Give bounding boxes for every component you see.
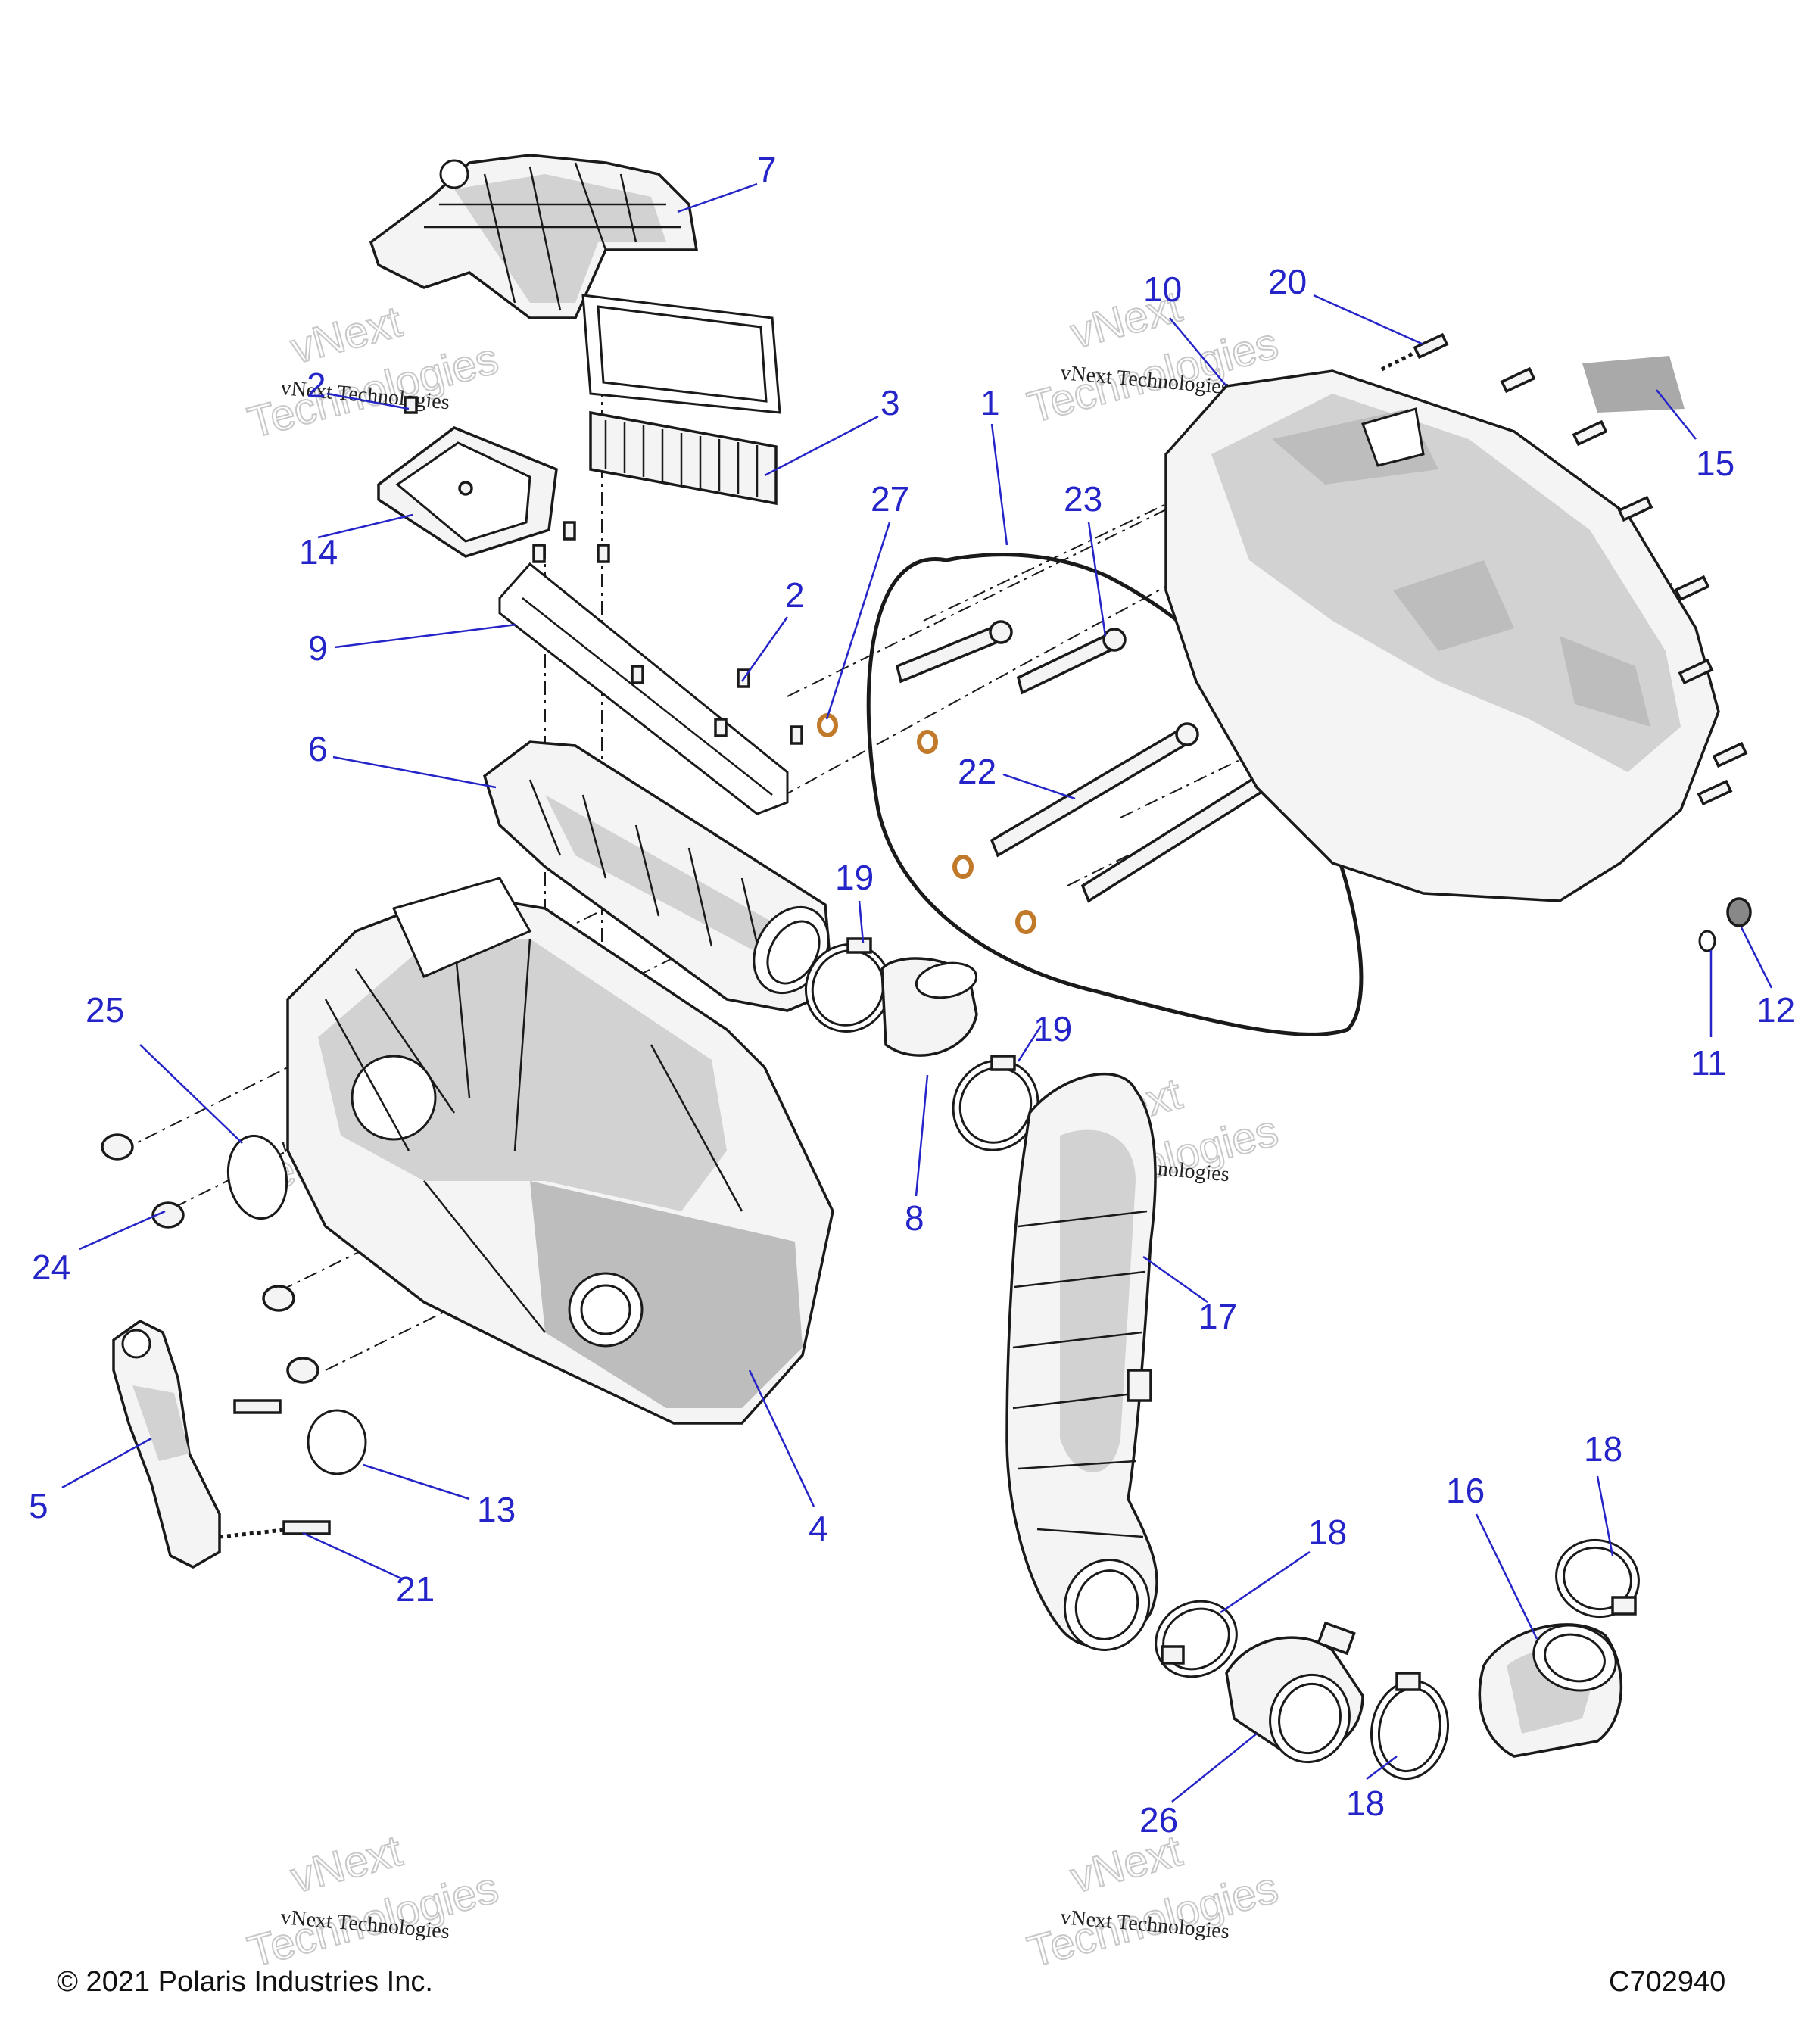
clamp-18-b <box>1370 1672 1450 1781</box>
clamp-18-a <box>1155 1600 1238 1678</box>
callout-15: 15 <box>1696 444 1734 483</box>
callout-27: 27 <box>871 479 909 519</box>
callout-2: 2 <box>307 366 326 405</box>
coupler-8 <box>880 957 978 1057</box>
callout-18: 18 <box>1346 1784 1385 1823</box>
long-bolts-22-23 <box>895 620 1290 903</box>
callout-19: 19 <box>1033 1009 1072 1048</box>
screw-2-top <box>404 396 418 414</box>
outer-clutch-cover-10 <box>1164 369 1720 902</box>
callout-11: 11 <box>1691 1043 1727 1083</box>
filter-grille-3 <box>589 410 778 506</box>
callout-8: 8 <box>905 1198 924 1238</box>
callout-20: 20 <box>1268 262 1307 301</box>
callout-18: 18 <box>1584 1429 1622 1469</box>
callout-13: 13 <box>477 1490 516 1529</box>
leader-lines <box>61 182 1773 1803</box>
inner-clutch-cover-4 <box>286 877 834 1425</box>
callout-18: 18 <box>1308 1513 1347 1552</box>
callout-9: 9 <box>308 628 328 668</box>
clamp-19-upper <box>804 937 892 1033</box>
cover-plate-14 <box>377 426 558 558</box>
callout-4: 4 <box>809 1509 828 1548</box>
callout-14: 14 <box>299 532 338 572</box>
watermark: vNext Technologies vNext Technologies <box>242 296 504 448</box>
gasket-frame-9 <box>498 562 789 815</box>
callout-23: 23 <box>1064 479 1102 519</box>
callout-19: 19 <box>835 858 874 897</box>
callout-3: 3 <box>880 383 900 422</box>
callout-26: 26 <box>1139 1800 1178 1840</box>
watermark: vNext Technologies vNext Technologies <box>242 1825 504 1977</box>
callout-labels: 7 2 3 14 27 2 9 6 1 23 22 10 20 15 19 19… <box>29 150 1795 1840</box>
callout-6: 6 <box>308 729 328 768</box>
diagram-code: C702940 <box>1609 1966 1725 1998</box>
washer-11 <box>1698 930 1716 952</box>
nuts-24 <box>101 1133 319 1384</box>
callout-12: 12 <box>1756 990 1795 1030</box>
callout-5: 5 <box>29 1486 48 1525</box>
bracket-5 <box>112 1319 221 1569</box>
callout-25: 25 <box>86 990 124 1030</box>
callout-2: 2 <box>785 575 805 615</box>
callout-1: 1 <box>980 383 1000 422</box>
callout-17: 17 <box>1198 1297 1237 1336</box>
callout-16: 16 <box>1446 1471 1485 1510</box>
boot-16 <box>1478 1623 1623 1758</box>
callout-21: 21 <box>396 1569 435 1609</box>
watermark: vNext Technologies vNext Technologies <box>1022 1825 1284 1977</box>
intake-duct-7 <box>369 154 781 414</box>
clamp-18-c <box>1555 1538 1640 1619</box>
callout-24: 24 <box>32 1248 70 1287</box>
outlet-duct-17 <box>1005 1072 1158 1651</box>
adaptor-26 <box>1225 1621 1364 1764</box>
copyright-text: © 2021 Polaris Industries Inc. <box>57 1966 433 1998</box>
o-ring-25 <box>226 1134 288 1220</box>
bolt-21 <box>233 1399 331 1535</box>
callout-22: 22 <box>958 752 996 791</box>
label-15 <box>1582 356 1685 413</box>
callout-10: 10 <box>1143 270 1182 309</box>
cover-bolts-20 <box>1413 332 1748 806</box>
o-ring-13 <box>307 1409 367 1475</box>
callout-7: 7 <box>757 150 777 189</box>
grommet-12 <box>1726 897 1752 927</box>
gasket-seal-1 <box>866 553 1364 1036</box>
